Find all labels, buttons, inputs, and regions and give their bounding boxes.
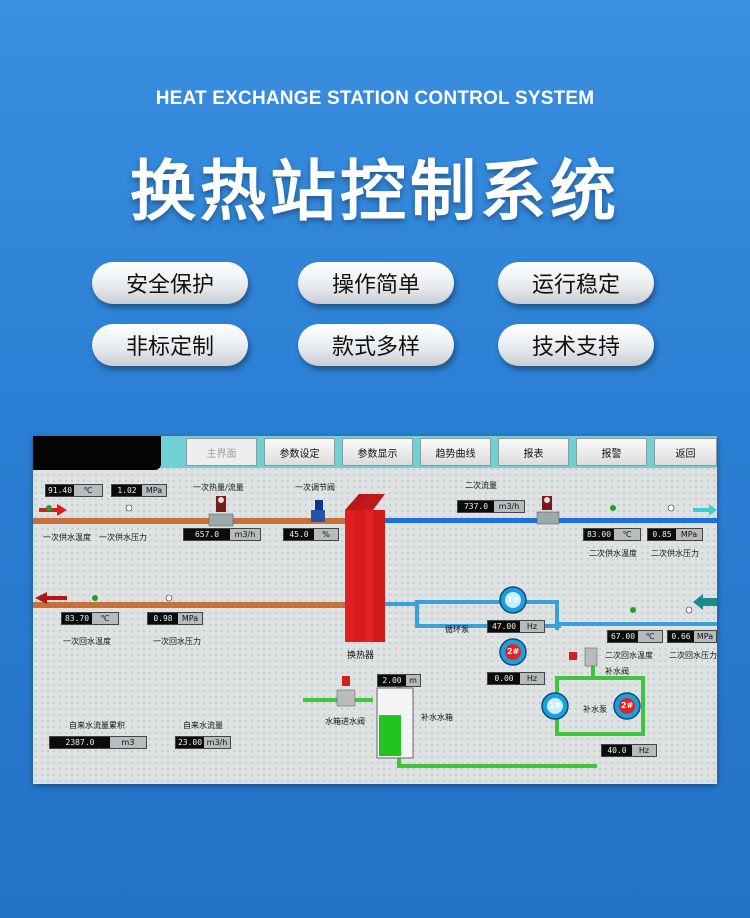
makeup-tank-icon bbox=[376, 687, 414, 759]
display-primary-return-temp: 83.70℃ bbox=[61, 612, 119, 625]
label-secondary-return-press: 二次回水压力 bbox=[669, 651, 717, 660]
label-tap-flow: 自来水流量 bbox=[183, 721, 223, 730]
outlet-arrow-icon bbox=[693, 504, 717, 516]
label-primary-supply-press: 一次供水压力 bbox=[99, 533, 147, 542]
primary-return-pipe bbox=[33, 602, 345, 608]
circ-pump-1-icon bbox=[499, 586, 527, 614]
feature-badge: 安全保护 bbox=[92, 262, 248, 304]
makeup-pump-2-icon bbox=[613, 692, 641, 720]
display-secondary-return-temp: 67.00℃ bbox=[607, 630, 663, 643]
circ-pump-2-icon bbox=[499, 638, 527, 666]
feature-badge: 非标定制 bbox=[92, 324, 248, 366]
pump-1-label: 1# bbox=[507, 595, 520, 604]
label-primary-return-press: 一次回水压力 bbox=[153, 637, 201, 646]
display-primary-supply-temp: 91.40℃ bbox=[45, 484, 103, 497]
primary-supply-pipe bbox=[33, 518, 345, 524]
display-secondary-supply-temp: 83.00℃ bbox=[583, 528, 641, 541]
heat-exchanger-icon bbox=[345, 494, 385, 642]
nav-alarm-button[interactable]: 报警 bbox=[576, 438, 647, 466]
label-secondary-flow: 二次流量 bbox=[465, 481, 497, 490]
nav-back-button[interactable]: 返回 bbox=[654, 438, 717, 466]
label-primary-valve: 一次调节阀 bbox=[295, 483, 335, 492]
return-arrow-icon bbox=[693, 594, 717, 610]
label-heat-exchanger: 换热器 bbox=[347, 651, 375, 661]
label-primary-supply-temp: 一次供水温度 bbox=[43, 533, 91, 542]
label-makeup-valve: 补水阀 bbox=[605, 667, 629, 676]
label-primary-return-temp: 一次回水温度 bbox=[63, 637, 111, 646]
nav-main-button[interactable]: 主界面 bbox=[186, 438, 257, 466]
label-tank-inlet-valve: 水箱进水阀 bbox=[325, 717, 365, 726]
gauge-icon bbox=[125, 504, 693, 614]
nav-param-display-button[interactable]: 参数显示 bbox=[342, 438, 413, 466]
label-secondary-supply-press: 二次供水压力 bbox=[651, 549, 699, 558]
label-circ-pump: 循环泵 bbox=[445, 625, 469, 634]
label-secondary-return-temp: 二次回水温度 bbox=[605, 651, 653, 660]
feature-badge: 技术支持 bbox=[498, 324, 654, 366]
nav-trend-button[interactable]: 趋势曲线 bbox=[420, 438, 491, 466]
label-tap-accum: 自来水流量累积 bbox=[69, 721, 125, 730]
flow-meter-icon bbox=[208, 496, 234, 527]
makeup-pump-1-label: 1# bbox=[549, 701, 562, 710]
display-primary-valve: 45.0% bbox=[283, 528, 339, 541]
feature-badge: 款式多样 bbox=[298, 324, 454, 366]
control-valve-icon bbox=[311, 500, 325, 522]
label-secondary-supply-temp: 二次供水温度 bbox=[589, 549, 637, 558]
label-makeup-tank: 补水水箱 bbox=[421, 713, 453, 722]
nav-param-set-button[interactable]: 参数设定 bbox=[264, 438, 335, 466]
feature-badge: 运行稳定 bbox=[498, 262, 654, 304]
flow-meter-icon bbox=[536, 496, 560, 525]
feature-badge: 操作简单 bbox=[298, 262, 454, 304]
makeup-pump-2-label: 2# bbox=[621, 701, 634, 710]
outlet-arrow-icon bbox=[35, 592, 67, 604]
label-primary-heat-flow: 一次热量/流量 bbox=[193, 483, 244, 492]
page-title: 换热站控制系统 bbox=[130, 153, 620, 230]
makeup-valve-icon bbox=[569, 647, 598, 667]
nav-report-button[interactable]: 报表 bbox=[498, 438, 569, 466]
logo-area bbox=[33, 436, 161, 470]
inlet-arrow-icon bbox=[39, 504, 67, 516]
label-makeup-pump: 补水泵 bbox=[583, 705, 607, 714]
pump-2-label: 2# bbox=[507, 647, 520, 656]
process-diagram bbox=[33, 494, 717, 768]
hmi-screen: 主界面 参数设定 参数显示 趋势曲线 报表 报警 返回 bbox=[33, 436, 717, 784]
makeup-pump-1-icon bbox=[541, 692, 569, 720]
tank-inlet-valve-icon bbox=[336, 676, 356, 707]
gauge-icon bbox=[46, 505, 636, 613]
subtitle-en: HEAT EXCHANGE STATION CONTROL SYSTEM bbox=[155, 88, 595, 109]
